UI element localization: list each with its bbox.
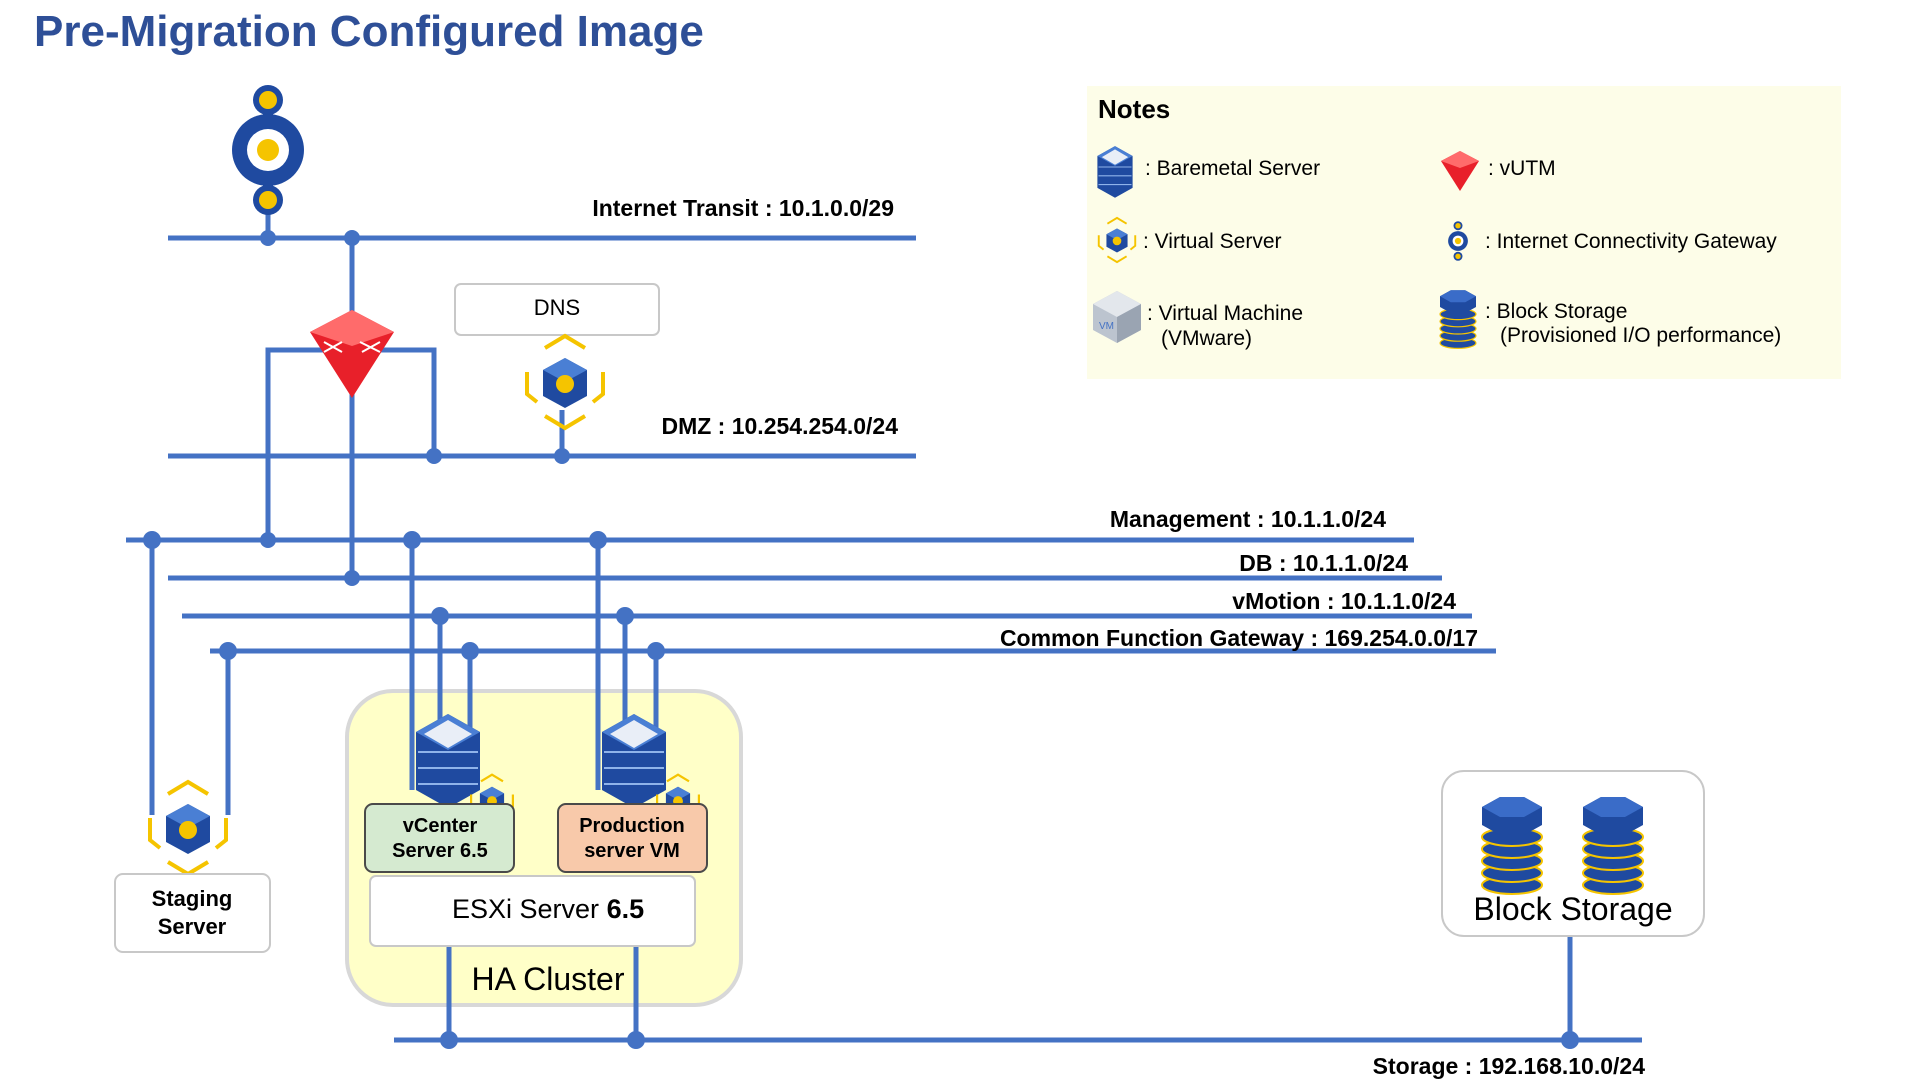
internet-transit-label: Internet Transit : 10.1.0.0/29 [592, 195, 894, 221]
common-function-gateway-label: Common Function Gateway : 169.254.0.0/17 [1000, 625, 1478, 651]
note-vm-line1: : Virtual Machine [1147, 302, 1303, 325]
note-vm-line2: (VMware) [1161, 327, 1252, 350]
note-vutm: : vUTM [1488, 157, 1556, 180]
staging-label-line2: Server [158, 914, 227, 939]
production-box [557, 803, 708, 873]
vmotion-label: vMotion : 10.1.1.0/24 [1232, 588, 1456, 614]
block-storage-label: Block Storage [1473, 891, 1672, 927]
db-label: DB : 10.1.1.0/24 [1239, 550, 1408, 576]
note-storage-line2: (Provisioned I/O performance) [1500, 324, 1781, 347]
management-label: Management : 10.1.1.0/24 [1110, 506, 1386, 532]
staging-virtual-server-icon [148, 780, 228, 876]
esxi-server-label: ESXi Server 6.5 [452, 894, 644, 924]
gateway-icon [1448, 221, 1468, 261]
connectors [149, 200, 1573, 1040]
esxi-label-prefix: ESXi Server [452, 894, 607, 924]
baremetal-server-icon [1096, 145, 1134, 199]
vcenter-baremetal-server-icon [415, 713, 481, 809]
note-storage-line1: : Block Storage [1485, 300, 1627, 323]
notes-legend: Notes : Baremetal Server : vUTM : Virtua… [1087, 86, 1841, 379]
dns-label: DNS [534, 295, 580, 320]
production-label-line2: server VM [584, 840, 680, 862]
dmz-label: DMZ : 10.254.254.0/24 [661, 413, 898, 439]
staging-label-line1: Staging [152, 886, 233, 911]
dns-box [454, 283, 660, 336]
staging-server-box [114, 873, 271, 953]
note-baremetal: : Baremetal Server [1145, 157, 1320, 180]
notes-heading: Notes [1098, 94, 1170, 124]
storage-label: Storage : 192.168.10.0/24 [1373, 1053, 1646, 1079]
virtual-machine-icon: VM [1093, 291, 1141, 343]
ha-cluster-label: HA Cluster [472, 961, 625, 997]
vm-badge: VM [1099, 321, 1114, 332]
note-gateway: : Internet Connectivity Gateway [1485, 230, 1777, 253]
esxi-server-box [369, 875, 696, 947]
block-storage-icon [1439, 289, 1477, 349]
page-title: Pre-Migration Configured Image [34, 7, 704, 56]
vutm-icon [310, 310, 394, 398]
production-label-line1: Production [579, 815, 685, 837]
note-virtual-server: : Virtual Server [1143, 230, 1282, 253]
production-baremetal-server-icon [601, 713, 667, 809]
block-storage-icon-2 [1582, 796, 1644, 895]
vutm-icon [1441, 151, 1479, 191]
vcenter-box [364, 803, 515, 873]
junction-dots [143, 230, 1579, 1049]
block-storage-icon-1 [1481, 796, 1543, 895]
dns-virtual-server-icon [525, 334, 605, 430]
vcenter-label-line1: vCenter [403, 815, 478, 837]
esxi-label-version: 6.5 [607, 894, 645, 924]
internet-gateway-icon [232, 85, 304, 215]
vcenter-label-line2: Server 6.5 [392, 840, 488, 862]
